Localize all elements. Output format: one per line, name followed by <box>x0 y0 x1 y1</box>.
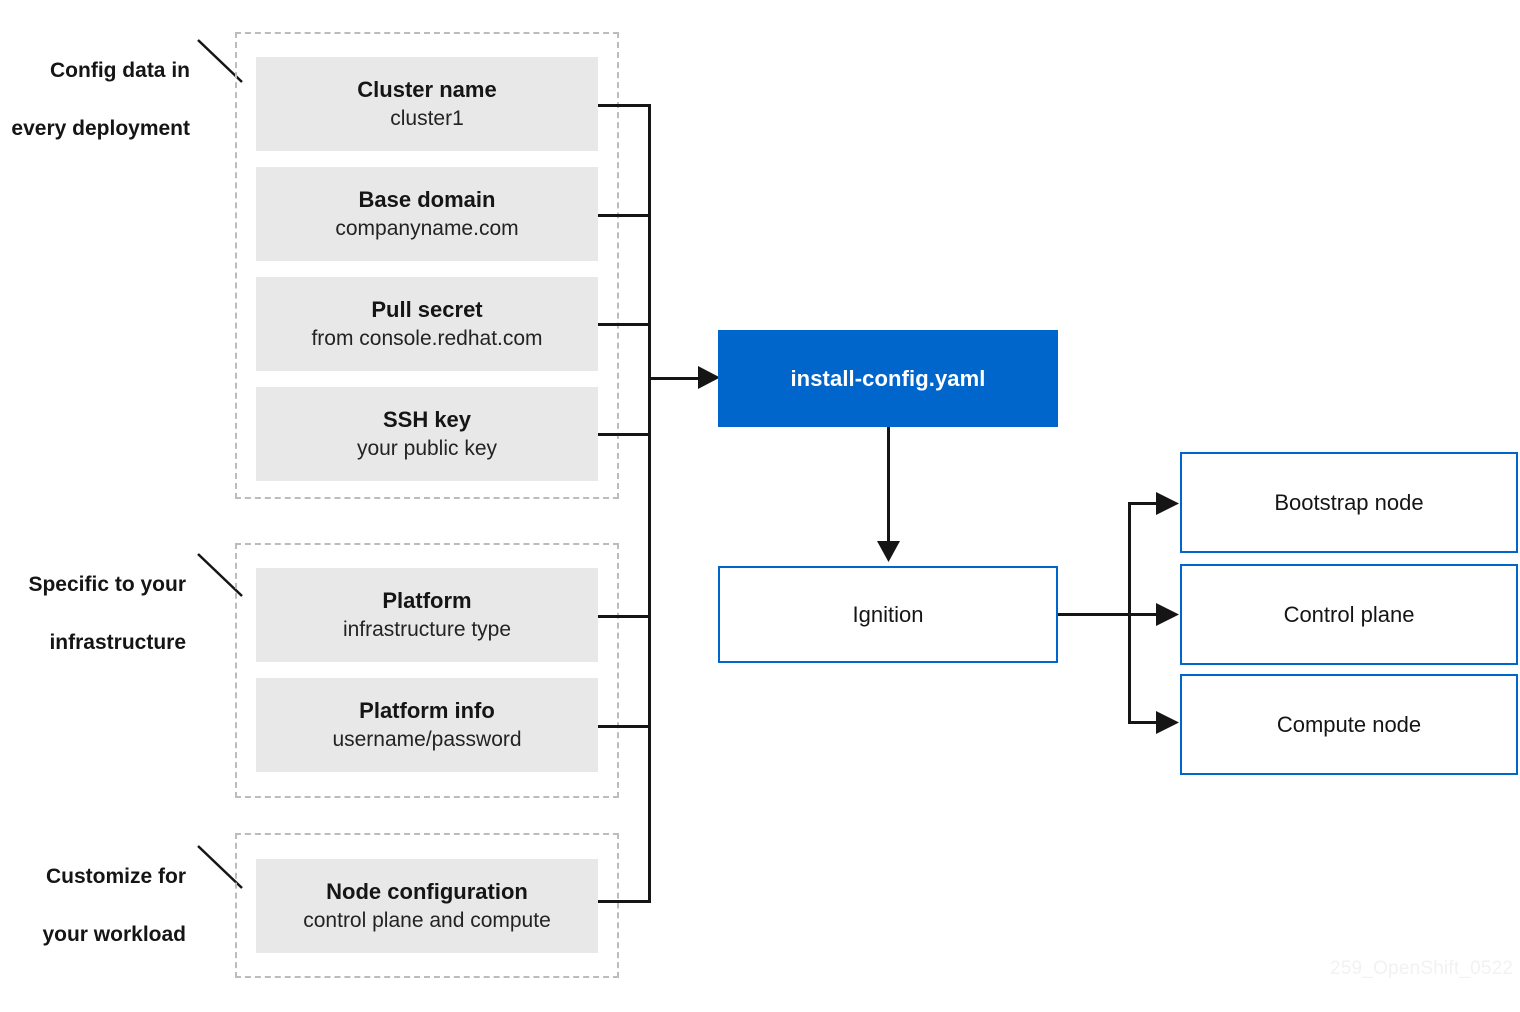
connector-config-bus <box>648 104 651 903</box>
connector-ignition-to-bus <box>1058 613 1130 616</box>
annotation-config-data-line1: Config data in <box>50 58 190 82</box>
card-platform-title: Platform <box>382 587 472 613</box>
card-pull-secret-title: Pull secret <box>371 296 483 322</box>
card-ssh-key-subtitle: your public key <box>356 437 498 461</box>
leader-line-config-data <box>197 39 243 83</box>
node-bootstrap-node[interactable]: Bootstrap node <box>1180 452 1518 553</box>
card-node-configuration[interactable]: Node configuration control plane and com… <box>256 859 598 953</box>
card-base-domain[interactable]: Base domain companyname.com <box>256 167 598 261</box>
arrowhead-install-config-to-ignition <box>877 541 900 562</box>
arrowhead-bus-to-bootstrap <box>1156 492 1179 515</box>
watermark-label: 259_OpenShift_0522 <box>1330 958 1514 979</box>
card-node-configuration-title: Node configuration <box>326 878 528 904</box>
connector-base-domain <box>598 214 651 217</box>
card-cluster-name-subtitle: cluster1 <box>390 107 464 131</box>
card-pull-secret[interactable]: Pull secret from console.redhat.com <box>256 277 598 371</box>
annotation-infrastructure-line2: infrastructure <box>49 630 186 654</box>
leader-line-infrastructure <box>197 553 243 597</box>
card-platform-info-subtitle: username/password <box>332 728 522 752</box>
node-compute-node-label: Compute node <box>1276 711 1422 737</box>
node-ignition-label: Ignition <box>852 601 924 627</box>
card-platform-info[interactable]: Platform info username/password <box>256 678 598 772</box>
leader-line-workload <box>197 845 243 889</box>
node-install-config-yaml-label: install-config.yaml <box>790 365 986 391</box>
annotation-infrastructure-line1: Specific to your <box>28 572 186 596</box>
group-common-config <box>235 32 619 499</box>
node-bootstrap-node-label: Bootstrap node <box>1274 489 1424 515</box>
connector-cluster-name <box>598 104 651 107</box>
annotation-infrastructure: Specific to your infrastructure <box>0 542 186 687</box>
connector-bus-to-install-config <box>648 377 700 380</box>
annotation-config-data: Config data in every deployment <box>0 28 190 173</box>
node-compute-node[interactable]: Compute node <box>1180 674 1518 775</box>
group-workload-config <box>235 833 619 978</box>
connector-platform-info <box>598 725 651 728</box>
card-ssh-key-title: SSH key <box>382 406 472 432</box>
card-ssh-key[interactable]: SSH key your public key <box>256 387 598 481</box>
group-infrastructure-config <box>235 543 619 798</box>
arrowhead-bus-to-compute <box>1156 711 1179 734</box>
connector-bus-to-compute <box>1128 721 1160 724</box>
card-cluster-name[interactable]: Cluster name cluster1 <box>256 57 598 151</box>
annotation-workload: Customize for your workload <box>0 834 186 979</box>
card-node-configuration-subtitle: control plane and compute <box>303 909 551 933</box>
connector-platform <box>598 615 651 618</box>
card-base-domain-title: Base domain <box>358 186 496 212</box>
card-platform-subtitle: infrastructure type <box>342 618 512 642</box>
card-base-domain-subtitle: companyname.com <box>335 217 519 241</box>
connector-pull-secret <box>598 323 651 326</box>
node-install-config-yaml[interactable]: install-config.yaml <box>718 330 1058 427</box>
connector-bus-to-bootstrap <box>1128 502 1160 505</box>
connector-install-config-to-ignition <box>887 427 890 543</box>
card-platform[interactable]: Platform infrastructure type <box>256 568 598 662</box>
annotation-workload-line2: your workload <box>42 922 186 946</box>
connector-bus-to-control-plane <box>1128 613 1160 616</box>
connector-ssh-key <box>598 433 651 436</box>
arrowhead-bus-to-control-plane <box>1156 603 1179 626</box>
card-cluster-name-title: Cluster name <box>357 76 497 102</box>
node-control-plane[interactable]: Control plane <box>1180 564 1518 665</box>
node-control-plane-label: Control plane <box>1283 601 1415 627</box>
annotation-workload-line1: Customize for <box>45 864 186 888</box>
card-pull-secret-subtitle: from console.redhat.com <box>311 327 543 351</box>
arrowhead-bus-to-install-config <box>698 366 720 389</box>
annotation-config-data-line2: every deployment <box>11 116 190 140</box>
connector-node-configuration <box>598 900 651 903</box>
node-ignition[interactable]: Ignition <box>718 566 1058 663</box>
card-platform-info-title: Platform info <box>359 697 495 723</box>
